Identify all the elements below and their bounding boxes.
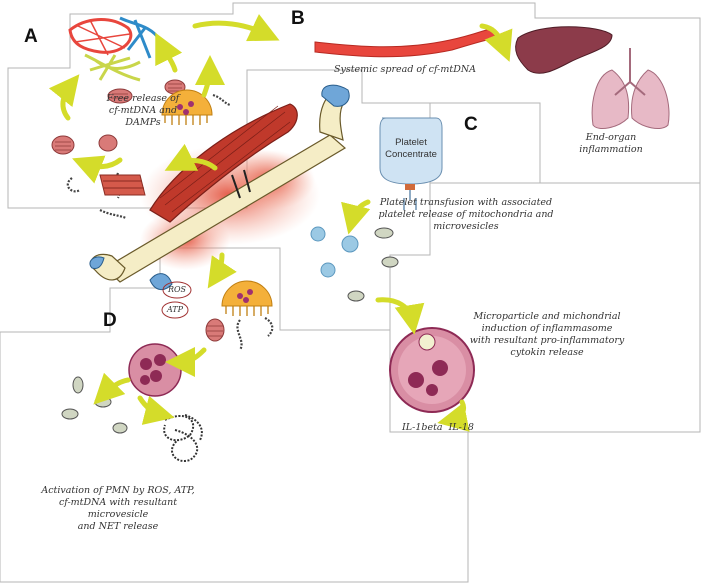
arrow-a-left (72, 155, 123, 184)
arrow-a-up2 (48, 74, 80, 121)
caption-free-release-line-2: cf-mtDNA and (108, 105, 178, 116)
caption-platelet-transfusion-line-3: microvesicles (433, 221, 499, 232)
caption-systemic-spread: Systemic spread of cf-mtDNA (333, 64, 477, 75)
caption-pmn-activation: Activation of PMN by ROS, ATP, cf-mtDNA … (28, 485, 208, 533)
arrow-b-to-organs (479, 23, 513, 62)
dna-strands-d (236, 317, 274, 351)
platelet-cell-d (221, 280, 273, 316)
arrow-a-up1 (155, 32, 183, 73)
lungs-organ (591, 48, 670, 129)
arrow-cytokines (437, 399, 470, 432)
caption-pmn-activation-line-3: and NET release (77, 521, 159, 532)
arrow-muscle-to-a (164, 143, 218, 171)
liver-organ (515, 26, 613, 74)
caption-pmn-activation-line-2: cf-mtDNA with resultant microvesicle (58, 497, 178, 520)
mitochondria-group-d (205, 318, 225, 342)
arrow-a-to-b (192, 14, 280, 42)
platelet-bag-label: Platelet Concentrate (378, 137, 444, 161)
caption-inflammasome-line-3: with resultant pro-inflammatory (469, 335, 625, 346)
ros-atp-badges (161, 281, 192, 319)
platelet-bag-label-line-2: Concentrate (385, 149, 437, 160)
caption-free-release-line-3: DAMPs (125, 117, 161, 128)
platelet-bag (379, 117, 443, 210)
caption-pmn-activation-line-1: Activation of PMN by ROS, ATP, (41, 485, 195, 496)
platelet-vesicles (310, 226, 359, 278)
caption-platelet-transfusion-line-2: platelet release of mitochondria and (378, 209, 554, 220)
caption-inflammasome: Microparticle and michondrial induction … (462, 311, 632, 359)
panel-label-c: C (464, 114, 478, 135)
panel-label-d: D (103, 310, 117, 331)
arrow-pmn-left (93, 372, 131, 405)
arrow-d-to-pmn (165, 346, 207, 377)
blood-vessel (314, 27, 496, 58)
atp-label: ATP (166, 305, 184, 314)
arrow-a-mid (194, 55, 225, 98)
panel-label-b: B (291, 8, 305, 29)
caption-inflammasome-line-1: Microparticle and michondrial (473, 311, 621, 322)
arrow-c-down (341, 199, 371, 235)
panel-label-a: A (24, 26, 38, 47)
flow-arrows (48, 14, 513, 432)
pmn-cell (128, 343, 182, 397)
femur-bone (89, 84, 350, 290)
net-release (163, 414, 203, 462)
caption-free-release-line-1: Free release of (106, 93, 180, 104)
platelet-bag-label-line-1: Platelet (395, 137, 427, 148)
cytokine-labels: IL-1beta IL-18 (402, 422, 474, 433)
arrow-pmn-down (137, 395, 175, 425)
caption-platelet-transfusion-line-1: Platelet transfusion with associated (379, 197, 553, 208)
muscle-fibers-a (99, 174, 146, 196)
caption-platelet-transfusion: Platelet transfusion with associated pla… (366, 197, 566, 233)
caption-free-release: Free release of cf-mtDNA and DAMPs (96, 93, 190, 129)
arrow-d-down (207, 252, 237, 289)
cell-network-illustration (68, 16, 162, 82)
arrow-c-inflam (375, 297, 425, 335)
caption-end-organ: End-organ inflammation (579, 132, 643, 155)
platelet-cell-a (161, 89, 213, 125)
panel-c-border (362, 102, 701, 433)
caption-inflammasome-line-4: cytokin release (510, 347, 584, 358)
inflammasome-cell (389, 327, 475, 413)
microvesicles-c (347, 227, 399, 302)
ros-label: ROS (167, 285, 187, 294)
panel-d-border (0, 247, 469, 583)
caption-inflammasome-line-2: induction of inflammasome (481, 323, 613, 334)
